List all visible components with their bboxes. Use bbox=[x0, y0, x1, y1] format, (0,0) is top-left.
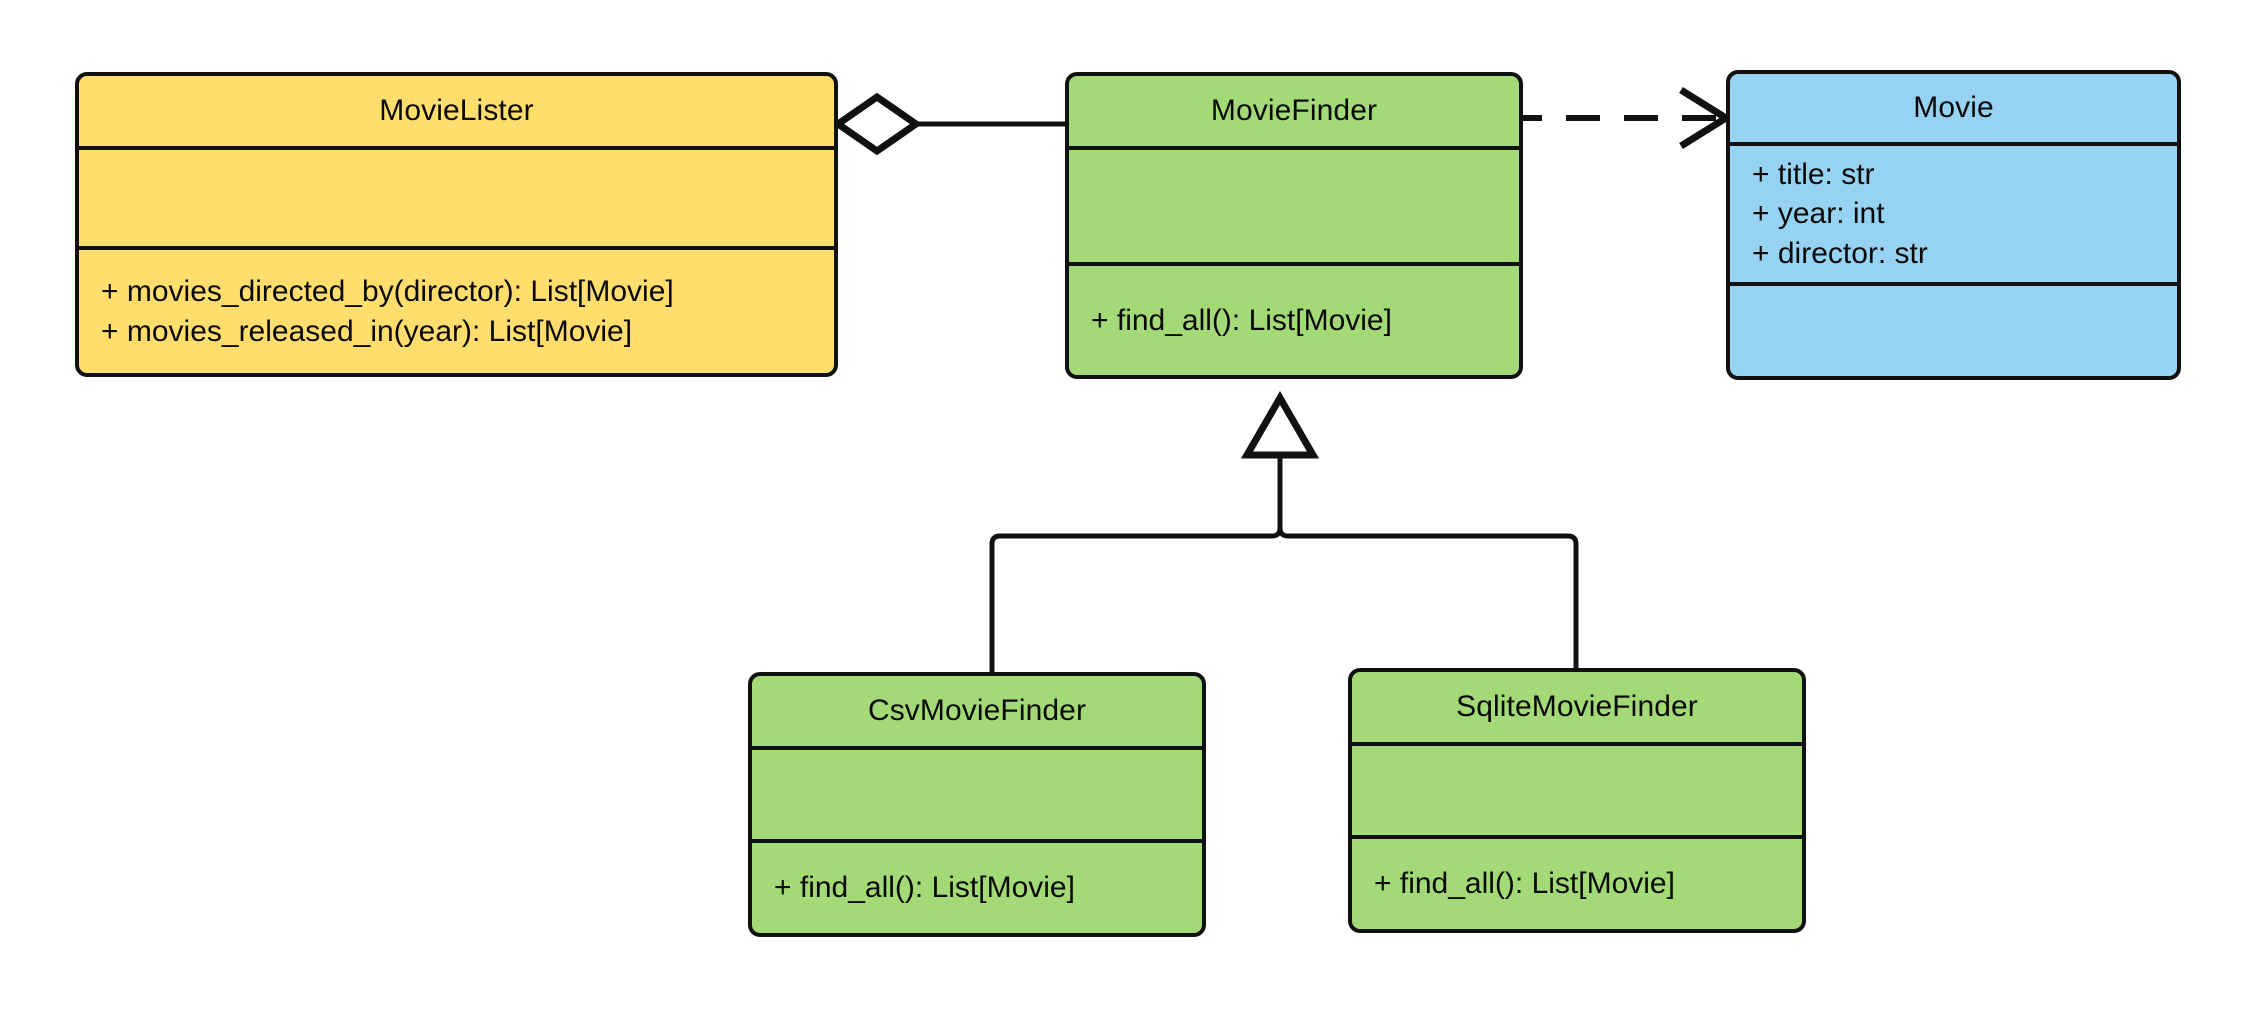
class-name-sqlite-movie-finder: SqliteMovieFinder bbox=[1456, 690, 1698, 723]
attribute-line: + director: str bbox=[1752, 236, 1928, 270]
class-name-csv-movie-finder: CsvMovieFinder bbox=[867, 694, 1087, 727]
class-box-movie[interactable]: Movie + title: str + year: int + directo… bbox=[1726, 70, 2181, 380]
method-line: + movies_directed_by(director): List[Mov… bbox=[101, 274, 674, 308]
attributes-compartment-movie-finder bbox=[1069, 146, 1519, 262]
attributes-compartment-csv-movie-finder bbox=[752, 746, 1202, 839]
method-line: + find_all(): List[Movie] bbox=[774, 871, 1075, 905]
class-box-movie-finder[interactable]: MovieFinder + find_all(): List[Movie] bbox=[1065, 72, 1523, 379]
class-name-movie-finder: MovieFinder bbox=[1210, 94, 1378, 127]
edge-aggregation-lister-finder[interactable] bbox=[831, 92, 1065, 156]
class-box-csv-movie-finder[interactable]: CsvMovieFinder + find_all(): List[Movie] bbox=[748, 672, 1206, 937]
method-line: + find_all(): List[Movie] bbox=[1374, 867, 1675, 901]
class-box-sqlite-movie-finder[interactable]: SqliteMovieFinder + find_all(): List[Mov… bbox=[1348, 668, 1806, 933]
edge-dependency-finder-movie[interactable] bbox=[1508, 87, 1733, 149]
class-name-movie: Movie bbox=[1913, 91, 1994, 124]
method-line: + find_all(): List[Movie] bbox=[1091, 303, 1392, 337]
method-line: + movies_released_in(year): List[Movie] bbox=[101, 314, 633, 348]
attributes-compartment-movie: + title: str + year: int + director: str bbox=[1730, 142, 2177, 282]
attributes-compartment-sqlite-movie-finder bbox=[1352, 742, 1802, 835]
attributes-compartment-movie-lister bbox=[79, 146, 834, 246]
edge-generalization-subclasses-finder[interactable] bbox=[989, 391, 1579, 676]
class-name-movie-lister: MovieLister bbox=[379, 94, 534, 127]
methods-compartment-movie-lister: + movies_directed_by(director): List[Mov… bbox=[79, 246, 834, 373]
methods-compartment-sqlite-movie-finder: + find_all(): List[Movie] bbox=[1352, 835, 1802, 929]
attribute-line: + year: int bbox=[1752, 197, 1885, 231]
methods-compartment-movie bbox=[1730, 282, 2177, 376]
methods-compartment-csv-movie-finder: + find_all(): List[Movie] bbox=[752, 839, 1202, 933]
methods-compartment-movie-finder: + find_all(): List[Movie] bbox=[1069, 262, 1519, 375]
attribute-line: + title: str bbox=[1752, 157, 1875, 191]
class-box-movie-lister[interactable]: MovieLister + movies_directed_by(directo… bbox=[75, 72, 838, 377]
